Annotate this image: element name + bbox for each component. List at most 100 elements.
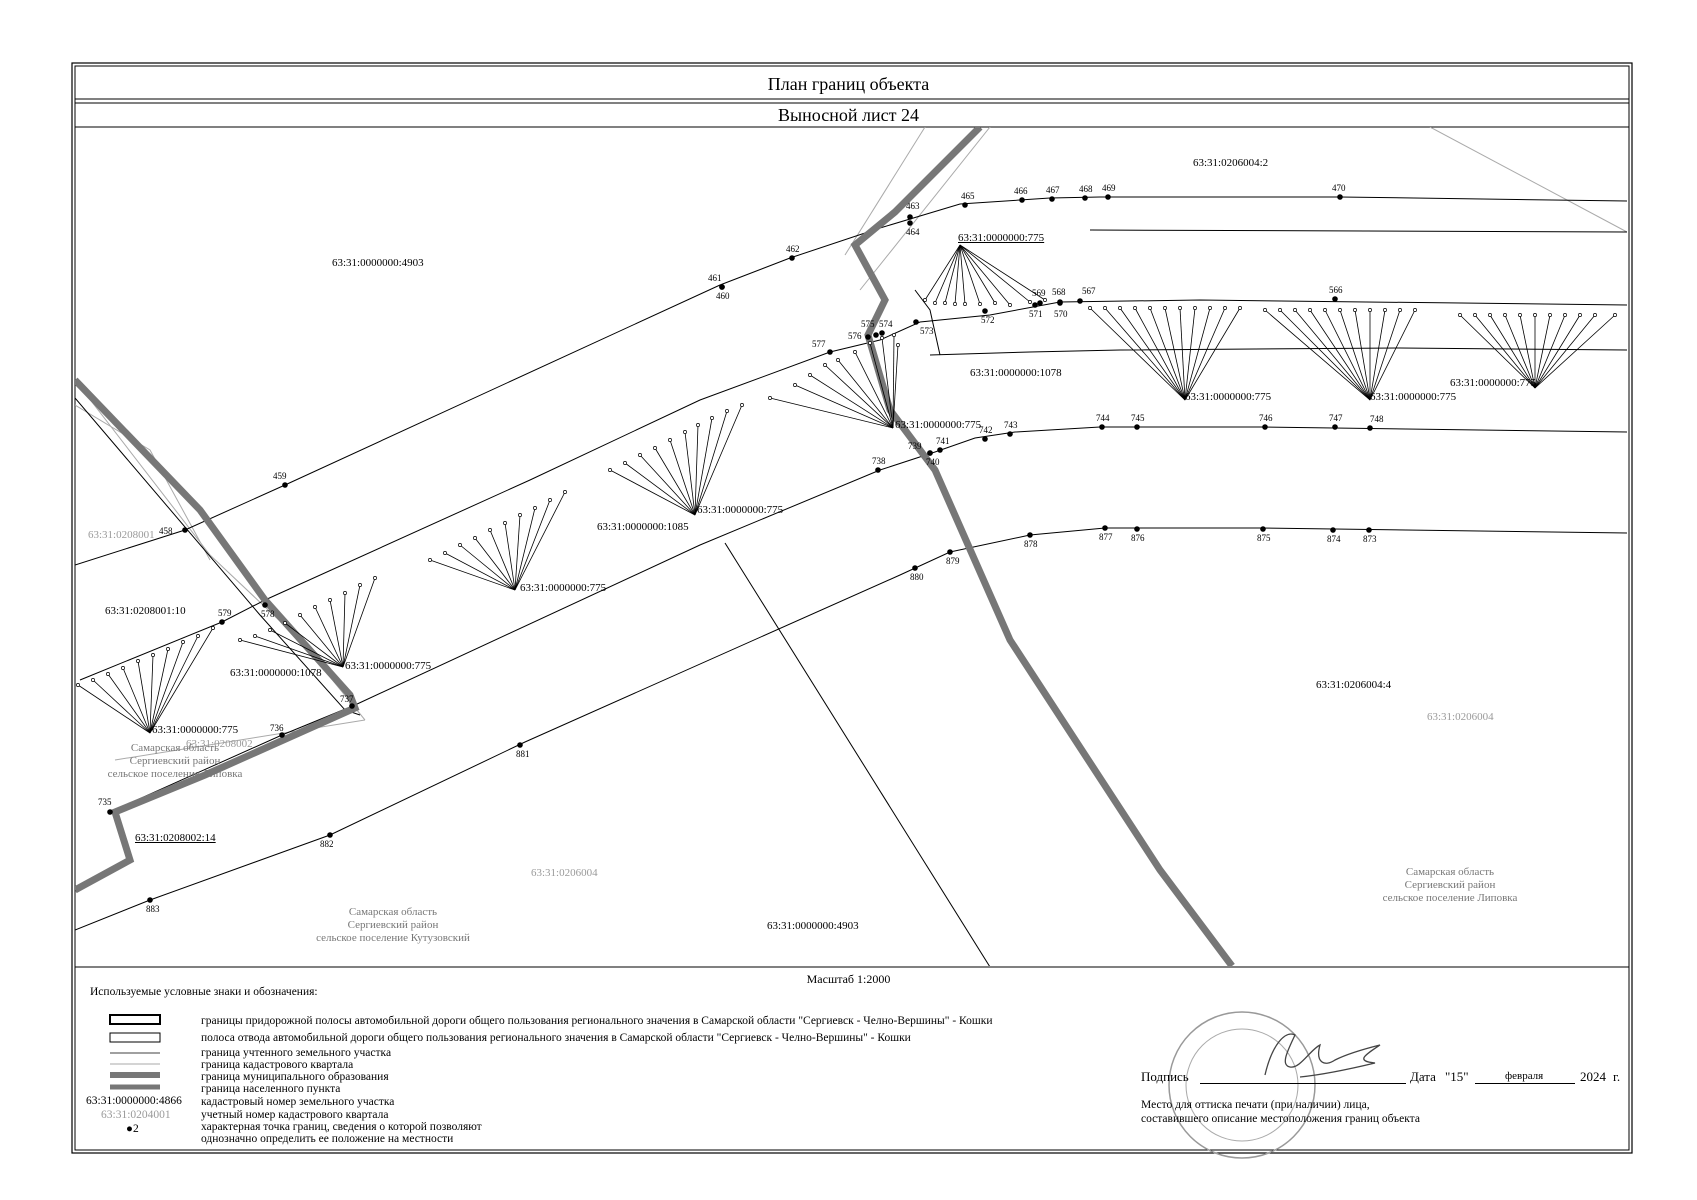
fan-line bbox=[1369, 309, 1416, 401]
fan-line bbox=[769, 397, 894, 429]
point-label: 877 bbox=[1099, 532, 1113, 542]
legend-sample-parcel: 63:31:0000000:4866 bbox=[86, 1095, 182, 1107]
fan-line bbox=[1134, 307, 1186, 401]
characteristic-point bbox=[1102, 525, 1108, 531]
fan-line bbox=[892, 344, 899, 429]
fan-line bbox=[474, 537, 516, 591]
date-year: 2024 bbox=[1580, 1069, 1606, 1084]
fan-end-marker bbox=[793, 383, 797, 387]
legend-sample-point: ●2 bbox=[126, 1123, 139, 1135]
point-label: 746 bbox=[1259, 413, 1273, 423]
fan-line bbox=[149, 635, 199, 734]
fan-line bbox=[639, 454, 696, 516]
fan-line bbox=[1264, 309, 1371, 401]
fan-line bbox=[1184, 307, 1241, 401]
fan-end-marker bbox=[548, 498, 552, 502]
fan-end-marker bbox=[880, 336, 884, 340]
fan-line bbox=[149, 648, 169, 734]
fan-end-marker bbox=[896, 343, 900, 347]
fan-end-marker bbox=[298, 613, 302, 617]
parcel-label: 63:31:0000000:775 bbox=[152, 724, 239, 736]
fan-line bbox=[694, 404, 743, 516]
point-label: 874 bbox=[1327, 534, 1341, 544]
point-label: 883 bbox=[146, 904, 160, 914]
characteristic-point bbox=[1027, 532, 1033, 538]
characteristic-point bbox=[907, 220, 913, 226]
fan-line bbox=[869, 342, 894, 429]
fan-line bbox=[269, 629, 344, 668]
fan-line bbox=[654, 447, 696, 516]
fan-line bbox=[1089, 307, 1186, 401]
point-label: 747 bbox=[1329, 413, 1343, 423]
fan-line bbox=[314, 606, 344, 668]
legend-item: граница населенного пункта bbox=[201, 1083, 341, 1095]
characteristic-point bbox=[875, 467, 881, 473]
point-label: 459 bbox=[273, 471, 287, 481]
characteristic-point bbox=[1057, 300, 1063, 306]
characteristic-point bbox=[1134, 526, 1140, 532]
fan-end-marker bbox=[518, 513, 522, 517]
point-label: 738 bbox=[872, 456, 886, 466]
fan-line bbox=[881, 337, 894, 429]
parcel-label: 63:31:0206004:2 bbox=[1193, 157, 1269, 169]
characteristic-point bbox=[1007, 431, 1013, 437]
fan-line bbox=[342, 592, 346, 668]
point-label: 576 bbox=[848, 331, 862, 341]
fan-line bbox=[954, 244, 961, 305]
fan-end-marker bbox=[1043, 298, 1047, 302]
fan-end-marker bbox=[283, 621, 287, 625]
characteristic-point bbox=[327, 832, 333, 838]
fan-end-marker bbox=[725, 409, 729, 413]
point-label: 458 bbox=[159, 526, 173, 536]
fan-end-marker bbox=[653, 446, 657, 450]
fan-line bbox=[934, 244, 961, 304]
parcel-label: 63:31:0000000:1085 bbox=[597, 521, 689, 533]
parcel-label: 63:31:0000000:775 bbox=[520, 582, 607, 594]
characteristic-point bbox=[262, 602, 268, 608]
fan-line bbox=[514, 499, 551, 591]
legend-item: характерная точка границ, сведения о кот… bbox=[201, 1121, 482, 1133]
date-month: февраля bbox=[1505, 1070, 1544, 1082]
fan-line bbox=[892, 334, 895, 429]
fan-line bbox=[514, 491, 566, 591]
point-label: 566 bbox=[1329, 285, 1343, 295]
point-label: 879 bbox=[946, 556, 960, 566]
fan-end-marker bbox=[1458, 313, 1462, 317]
fan-end-marker bbox=[953, 302, 957, 306]
fan-line bbox=[149, 654, 154, 734]
fan-end-marker bbox=[1368, 308, 1372, 312]
fan-end-marker bbox=[1163, 306, 1167, 310]
fan-line bbox=[514, 507, 536, 591]
characteristic-point bbox=[219, 619, 225, 625]
fan-line bbox=[1184, 307, 1211, 401]
signature-line bbox=[1200, 1083, 1406, 1084]
fan-end-marker bbox=[533, 506, 537, 510]
fan-end-marker bbox=[1398, 308, 1402, 312]
characteristic-point bbox=[982, 308, 988, 314]
point-label: 468 bbox=[1079, 184, 1093, 194]
fan-end-marker bbox=[1008, 303, 1012, 307]
characteristic-point bbox=[1032, 302, 1038, 308]
signature-label: Подпись bbox=[1141, 1069, 1189, 1084]
inner-frame bbox=[74, 65, 1630, 1151]
point-label: 881 bbox=[516, 749, 530, 759]
fan-end-marker bbox=[373, 576, 377, 580]
point-label: 743 bbox=[1004, 420, 1018, 430]
characteristic-point bbox=[1332, 296, 1338, 302]
legend-symbols bbox=[109, 1014, 161, 1090]
fan-line bbox=[1519, 314, 1536, 389]
fan-end-marker bbox=[993, 301, 997, 305]
fan-end-marker bbox=[943, 301, 947, 305]
fan-end-marker bbox=[76, 683, 80, 687]
fan-line bbox=[489, 529, 516, 591]
fan-end-marker bbox=[740, 403, 744, 407]
characteristic-point bbox=[913, 319, 919, 325]
fan-end-marker bbox=[458, 543, 462, 547]
fan-line bbox=[342, 584, 361, 668]
date-label: Дата bbox=[1410, 1069, 1436, 1084]
fan-end-marker bbox=[768, 396, 772, 400]
fan-line bbox=[624, 462, 696, 516]
characteristic-point bbox=[1077, 298, 1083, 304]
